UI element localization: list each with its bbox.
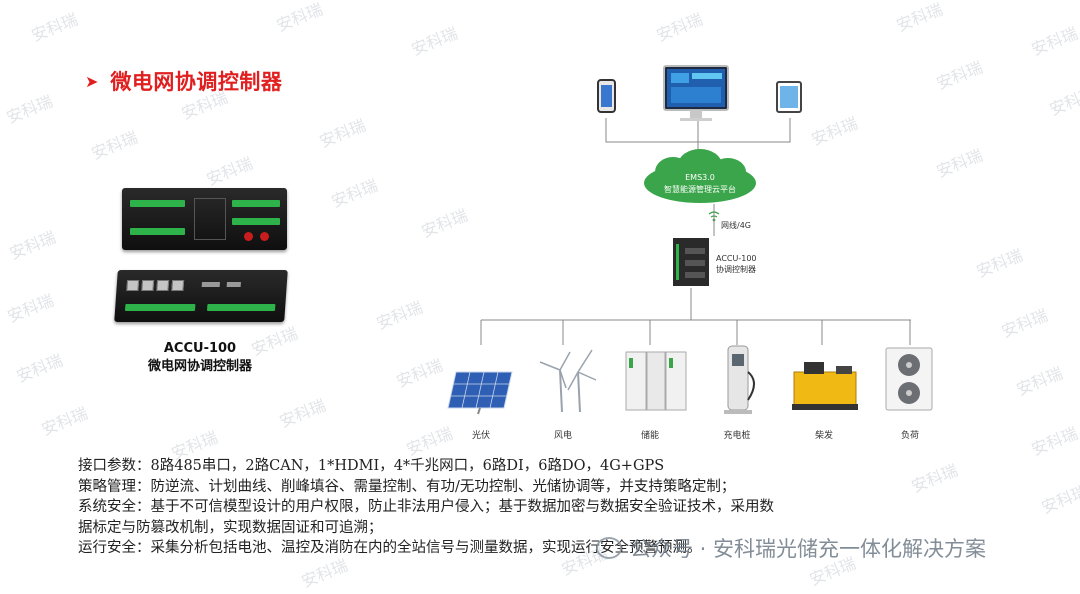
endpoint-label-load: 负荷 — [900, 431, 919, 441]
endpoint-label-storage: 储能 — [640, 431, 659, 441]
tablet-icon — [776, 81, 802, 113]
endpoint-label-wind: 风电 — [553, 431, 572, 441]
charging-pile-icon — [724, 345, 755, 414]
wind-turbine-icon — [539, 349, 597, 413]
footer-text: 公众号 · 安科瑞光储充一体化解决方案 — [630, 537, 987, 561]
endpoint-label-diesel: 柴发 — [814, 431, 833, 441]
title-arrow-icon: ➤ — [85, 71, 99, 91]
controller-box-icon — [673, 238, 709, 286]
controller-line2: 协调控制器 — [716, 264, 756, 274]
endpoint-label-solar: 光伏 — [471, 431, 490, 441]
title-row: ➤ 微电网协调控制器 — [85, 66, 282, 96]
cloud-line1: EMS3.0 — [685, 173, 715, 182]
link-label: 网线/4G — [721, 220, 751, 230]
solar-panel-icon — [447, 371, 513, 415]
description-line: 运行安全：采集分析包括电池、温控及消防在内的全站信号与测量数据，实现运行安全预警… — [78, 540, 702, 556]
description-line: 接口参数：8路485串口，2路CAN，1*HDMI，4*千兆网口，6路DI，6路… — [78, 458, 665, 474]
description-line: 据标定与防篡改机制，实现数据固证和可追溯； — [78, 519, 383, 536]
phone-icon — [597, 79, 616, 113]
cloud-line2: 智慧能源管理云平台 — [664, 184, 736, 194]
energy-storage-icon — [625, 351, 687, 411]
footer-overlay: 公众号 · 安科瑞光储充一体化解决方案 — [596, 533, 986, 563]
controller-device-top-image — [122, 188, 287, 250]
load-icon — [885, 347, 933, 411]
description-block: 接口参数：8路485串口，2路CAN，1*HDMI，4*千兆网口，6路DI，6路… — [78, 456, 978, 559]
controller-line1: ACCU-100 — [716, 254, 757, 263]
wechat-icon — [596, 537, 622, 559]
description-line: 系统安全：基于不可信模型设计的用户权限，防止非法用户侵入；基于数据加密与数据安全… — [78, 499, 774, 515]
product-model: ACCU-100 — [163, 341, 237, 356]
endpoint-label-charging: 充电桩 — [723, 431, 751, 441]
description-line: 策略管理：防逆流、计划曲线、削峰填谷、需量控制、有功/无功控制、光储协调等，并支… — [78, 478, 736, 495]
product-name: 微电网协调控制器 — [147, 359, 252, 374]
monitor-icon — [663, 65, 729, 121]
cloud-platform-icon — [644, 149, 756, 203]
diesel-generator-icon — [792, 362, 858, 410]
page-title: 微电网协调控制器 — [110, 70, 283, 94]
product-label: ACCU-100 微电网协调控制器 — [110, 340, 290, 376]
